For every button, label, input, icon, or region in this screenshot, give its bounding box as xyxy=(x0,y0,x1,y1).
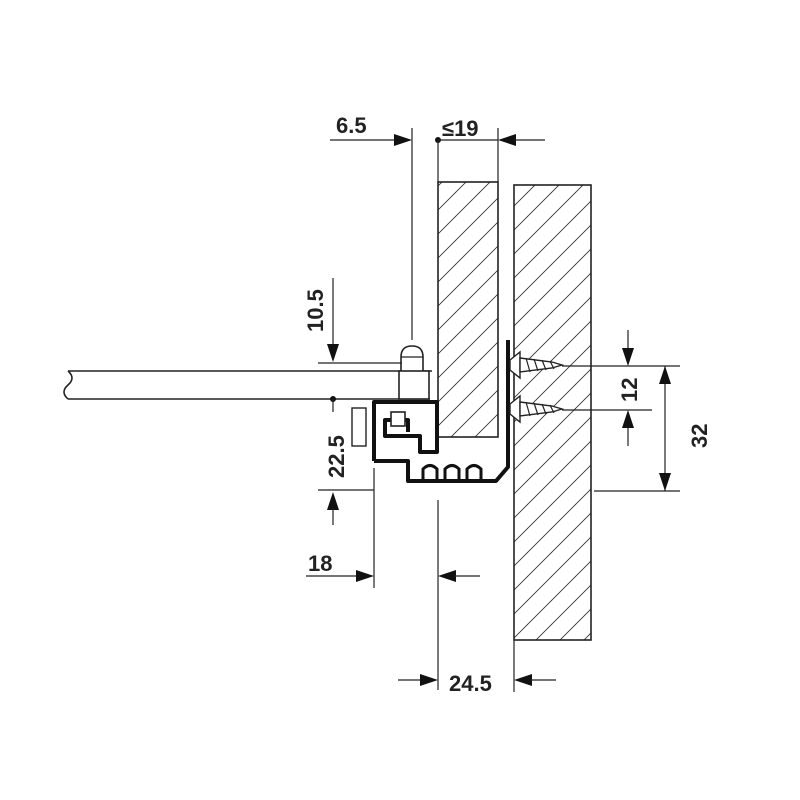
dimension-32 xyxy=(594,366,680,492)
dimension-le-19 xyxy=(435,128,545,182)
mounting-screw-upper xyxy=(509,350,565,380)
dimension-label-32: 32 xyxy=(687,424,712,448)
dimension-18 xyxy=(306,468,480,690)
dimension-label-24-5: 24.5 xyxy=(449,671,492,696)
dimension-24-5 xyxy=(398,640,556,692)
dimension-label-18: 18 xyxy=(308,551,332,576)
dimension-6-5 xyxy=(330,128,413,340)
dimension-label-22-5: 22.5 xyxy=(324,435,349,478)
drawer-side-panel xyxy=(437,181,499,438)
dimension-10-5 xyxy=(318,278,402,364)
dimension-22-5 xyxy=(318,396,374,525)
dimension-12 xyxy=(562,330,680,446)
dimension-label-6-5: 6.5 xyxy=(336,113,367,138)
dimension-label-12: 12 xyxy=(617,378,642,402)
drawer-bottom-board xyxy=(63,370,432,400)
dimension-label-10-5: 10.5 xyxy=(303,289,328,332)
locating-pin xyxy=(398,345,430,400)
mounting-screw-lower xyxy=(509,394,565,424)
dimension-label-le-19: ≤19 xyxy=(442,116,479,141)
runner-profile xyxy=(351,340,510,483)
